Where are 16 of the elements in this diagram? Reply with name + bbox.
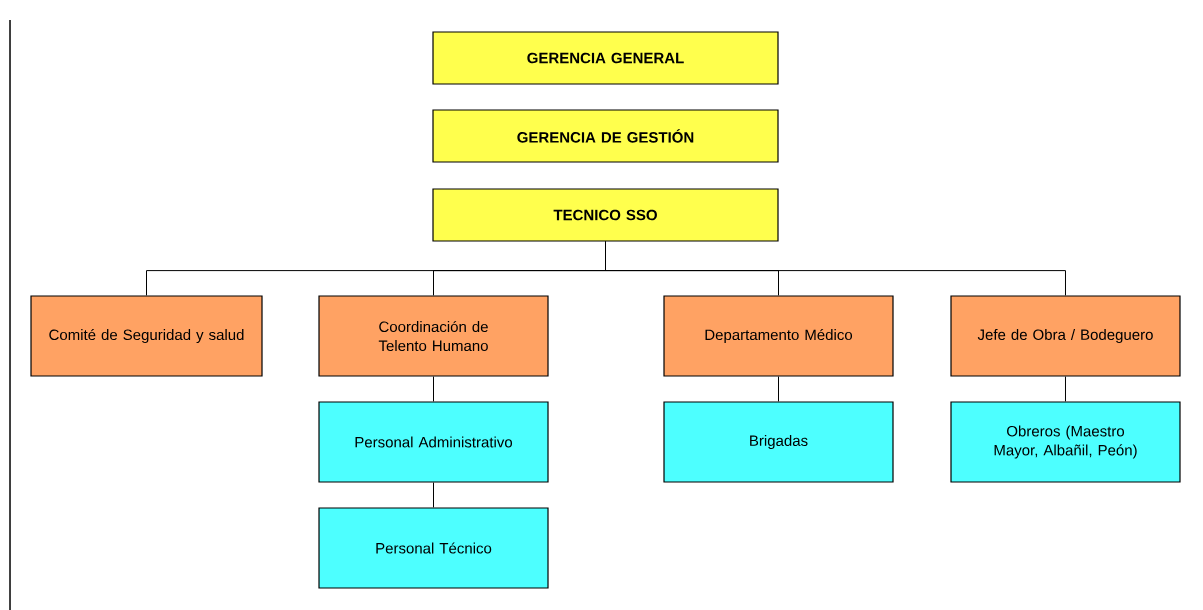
position-box: Coordinación de Telento Humano (318, 295, 549, 377)
position-box: GERENCIA GENERAL (432, 31, 779, 85)
position-box: Obreros (Maestro Mayor, Albañil, Peón) (950, 401, 1181, 483)
connector-line (1065, 376, 1066, 402)
connector-line (778, 376, 779, 402)
position-box: Departamento Médico (663, 295, 894, 377)
position-box: TECNICO SSO (432, 188, 779, 242)
position-box: Personal Técnico (318, 507, 549, 589)
connector-line (433, 482, 434, 508)
connector-line (605, 241, 1066, 296)
connector-line (433, 376, 434, 402)
position-box: GERENCIA DE GESTIÓN (432, 109, 779, 163)
position-box: Brigadas (663, 401, 894, 483)
position-box: Comité de Seguridad y salud (30, 295, 263, 377)
position-box: Jefe de Obra / Bodeguero (950, 295, 1181, 377)
position-box: Personal Administrativo (318, 401, 549, 483)
